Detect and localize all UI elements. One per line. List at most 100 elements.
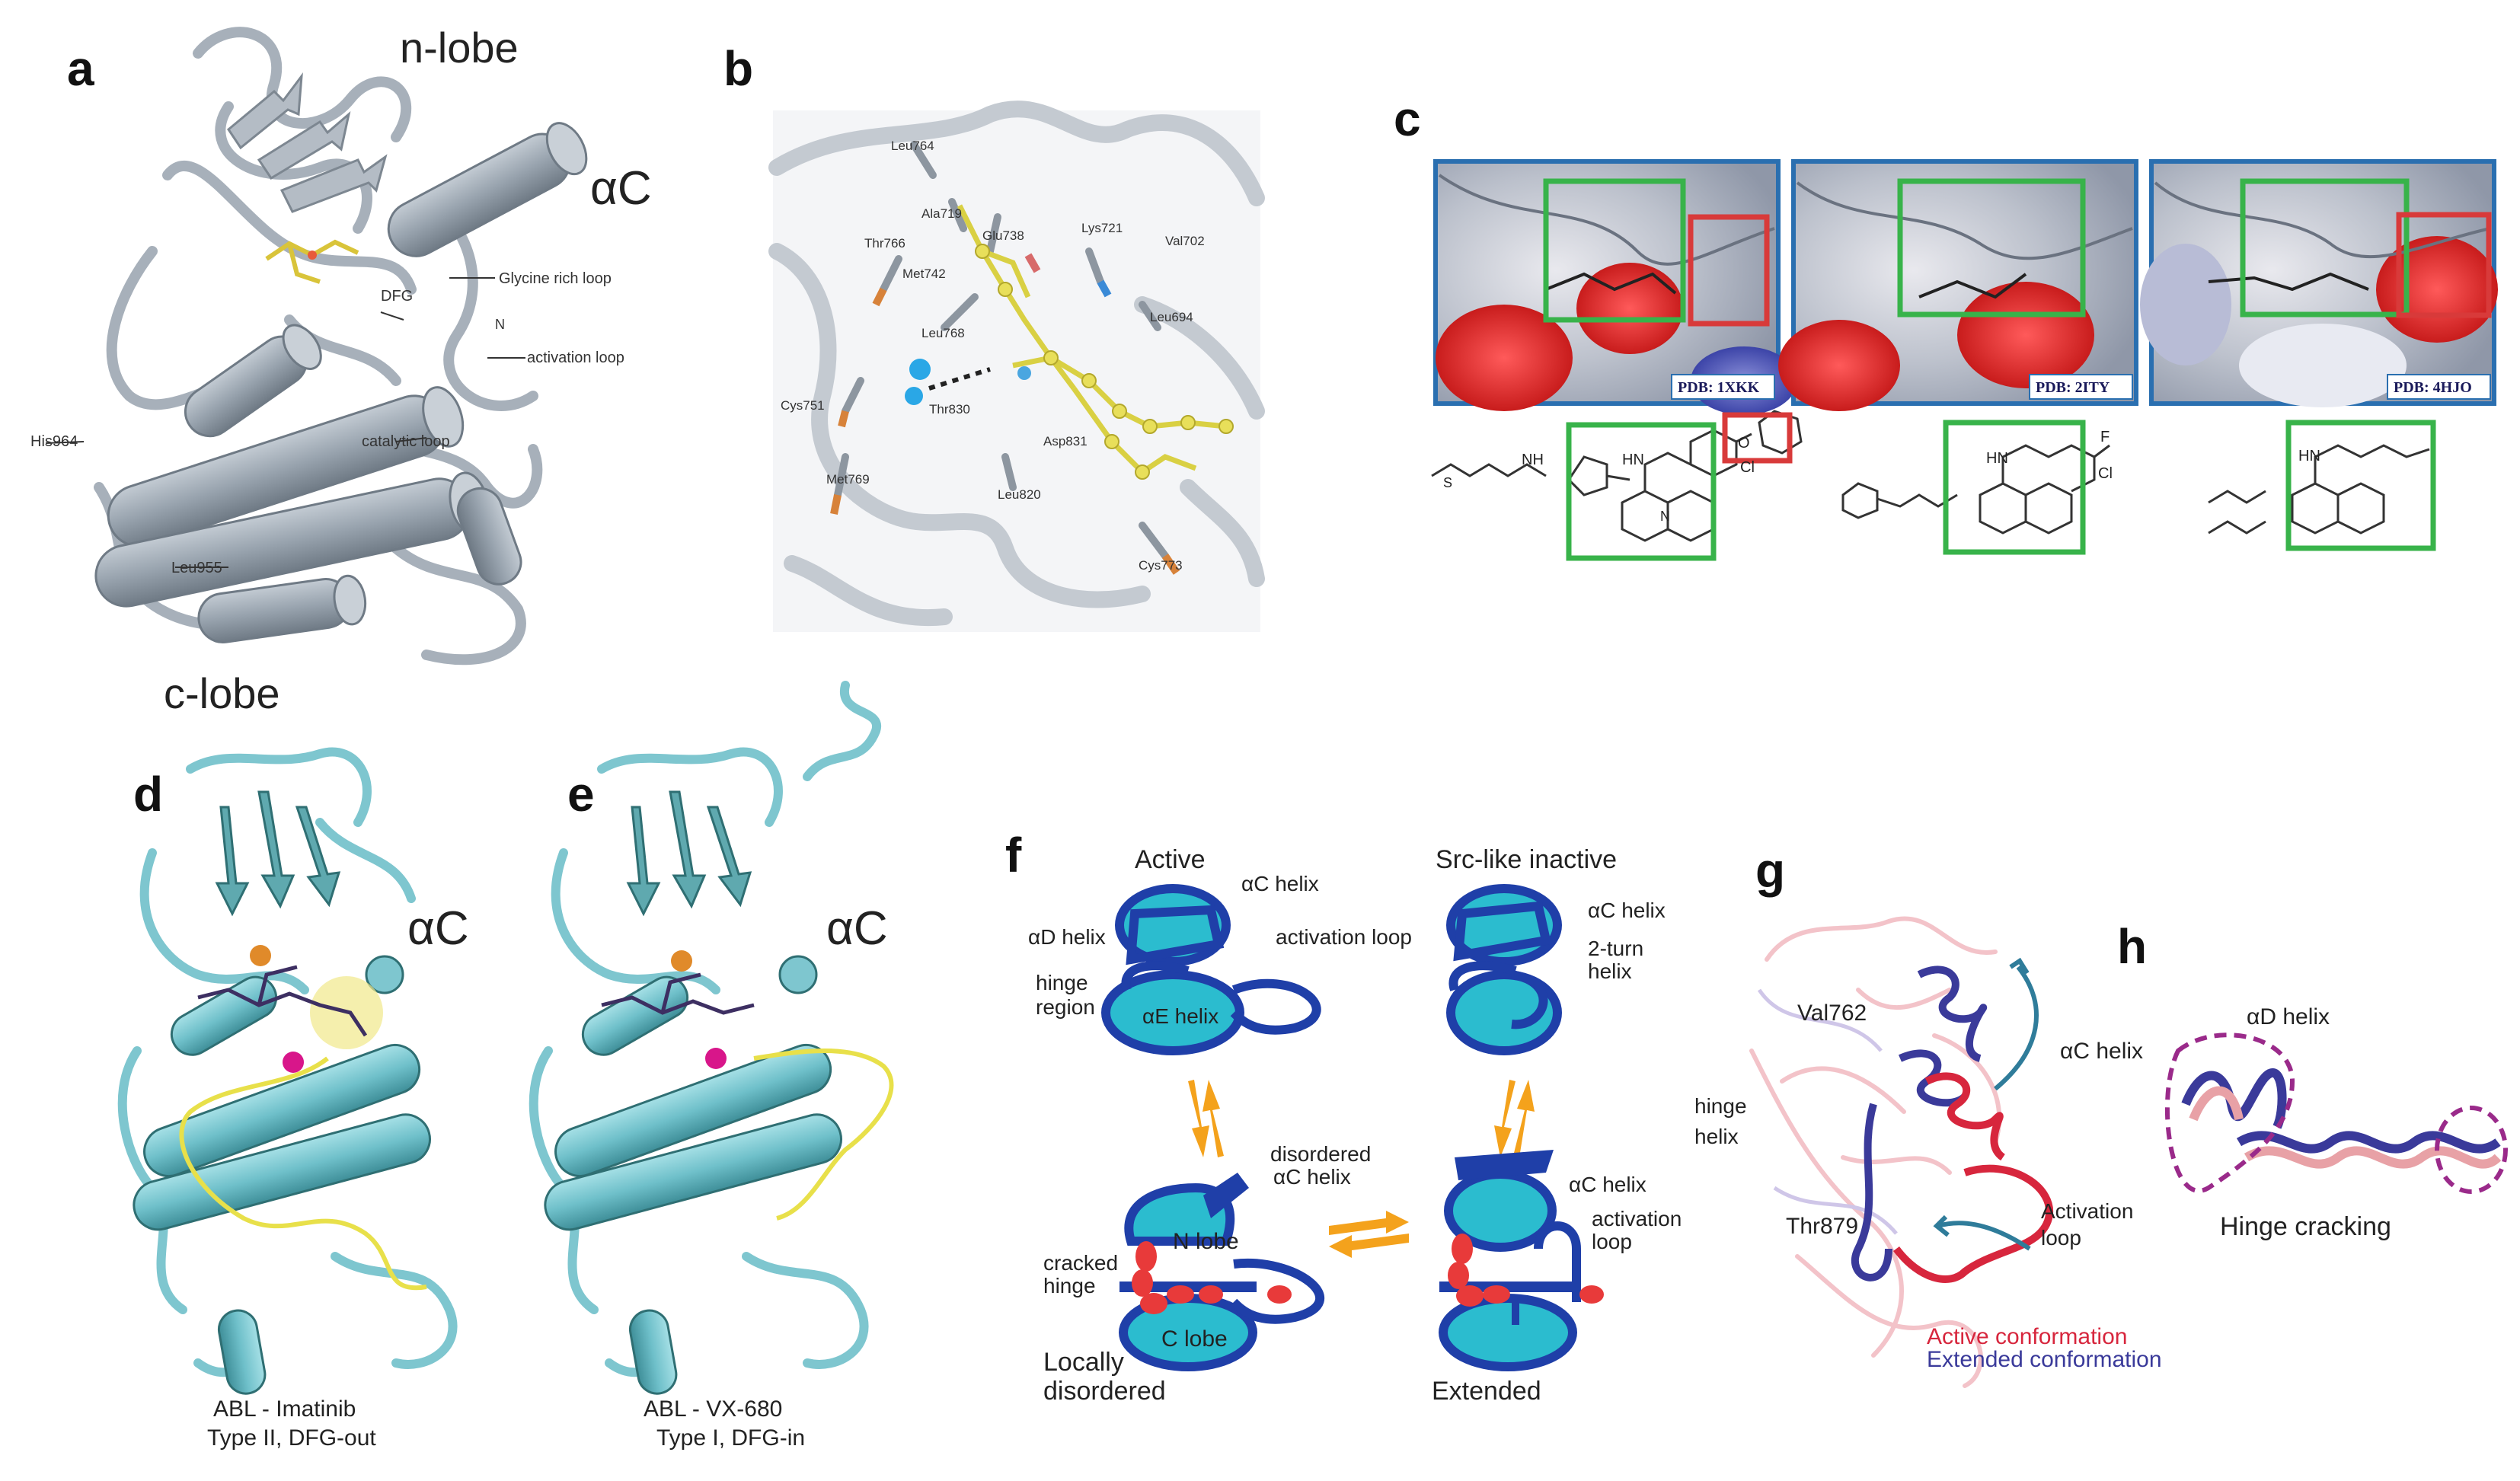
panel-f-hinge-2: region [1036,995,1095,1019]
panel-f-ae-helix: αE helix [1142,1004,1218,1028]
panel-b-residue-ala719: Ala719 [921,206,962,221]
panel-e-letter: e [567,767,595,822]
panel-b: b [723,41,1265,632]
panel-h-ad-helix: αD helix [2247,1004,2330,1029]
panel-h: h αD helix Hinge cracking [2117,919,2508,1241]
panel-b-residue-leu768: Leu768 [921,326,965,340]
panel-b-residue-val702: Val702 [1165,234,1205,248]
panel-a-label-dfg: DFG [381,288,413,305]
panel-b-residue-asp831: Asp831 [1043,434,1088,448]
panel-a-c-lobe-label: c-lobe [164,669,280,717]
panel-c-chem-s: S [1443,475,1452,490]
panel-a-letter: a [67,41,94,96]
panel-d-helices [133,975,431,1395]
panel-f-ext-ac-helix: αC helix [1569,1173,1646,1196]
panel-b-residue-leu694: Leu694 [1150,310,1193,324]
panel-f-n-lobe: N lobe [1173,1229,1239,1254]
panel-f-cracked-2: hinge [1043,1274,1096,1297]
panel-b-residue-leu820: Leu820 [998,487,1041,502]
panel-c-chem-cl-2: Cl [2098,465,2113,482]
panel-c-chem-hn-2: HN [1986,450,2008,467]
panel-g-helices [1851,966,2054,1283]
panel-f-src-title: Src-like inactive [1436,845,1617,874]
panel-g-ac-helix: αC helix [2060,1039,2143,1064]
panel-f-active-activation-loop: activation loop [1276,925,1412,949]
panel-a-label-leu955: Leu955 [171,560,222,576]
panel-b-nitrogen-atom [1017,366,1031,380]
panel-d: d αC ABL - [117,747,469,1451]
panel-f-active-ac-helix: αC helix [1241,872,1319,895]
panel-f-c-lobe: C lobe [1161,1326,1228,1352]
panel-f-two-turn-2: helix [1588,959,1632,983]
panel-b-residue-thr766: Thr766 [864,236,905,251]
panel-e-helices [544,975,842,1395]
panel-c-pdb-1xkk: PDB: 1XKK [1678,379,1760,396]
panel-a-leaders [45,277,525,568]
panel-b-background [773,110,1260,632]
panel-d-beta-sheet [215,790,341,917]
panel-c-chem-hn: HN [1622,452,1644,468]
panel-f-letter: f [1005,828,1022,883]
panel-a-beta-sheet [227,72,388,213]
panel-c-surface-1xkk: PDB: 1XKK [1433,159,1797,415]
panel-c-chem-f: F [2100,429,2110,445]
panel-b-water-2 [905,387,923,405]
panel-a-label-activation-loop: activation loop [527,350,624,366]
panel-e-ribbon [529,681,882,1377]
panel-f-extended: Extended [1432,1377,1541,1406]
panel-b-residue-cys751: Cys751 [781,398,825,413]
panel-a-alpha-c-label: αC [590,162,652,215]
panel-f-locally-1: Locally [1043,1348,1124,1377]
panel-f-active-ad-helix: αD helix [1028,925,1106,949]
panel-h-dashed-regions [2164,1033,2508,1194]
panel-c-structure-1: NH HN Cl O N S [1431,410,1803,561]
panel-c-surface-4hjo: PDB: 4HJO [2140,159,2498,407]
panel-d-magenta-atom [283,1052,304,1073]
panel-e-caption-2: Type I, DFG-in [656,1425,805,1451]
panel-f-disordered-diagram [1119,1173,1325,1371]
panel-e-orange-atom [671,950,692,972]
panel-c-surface-2ity: PDB: 2ITY [1778,159,2138,411]
panel-f-src-diagram [1446,884,1562,1055]
panel-g-faint-ribbon-blue [1757,988,1898,1235]
panel-g-val762: Val762 [1797,1001,1867,1026]
panel-e-caption-1: ABL - VX-680 [644,1396,782,1422]
panel-f-src-ac-helix: αC helix [1588,898,1666,922]
panel-b-residue-met742: Met742 [902,267,946,281]
panel-c-pdb-4hjo: PDB: 4HJO [2394,379,2472,396]
panel-d-caption-2: Type II, DFG-out [207,1425,376,1451]
panel-d-ligand [197,965,368,1037]
panel-f: f Active αC helix αD helix activation lo… [1005,828,1682,1406]
panel-b-hbond [928,367,991,391]
panel-e: e αC ABL - VX-6 [529,681,894,1451]
panel-e-magenta-atom [705,1048,727,1069]
panel-b-water-1 [909,359,931,380]
panel-g-legend-extended: Extended conformation [1927,1347,2162,1372]
panel-a-n-lobe-label: n-lobe [400,24,519,72]
panel-c-structure-3: HN [2208,420,2436,551]
panel-a-label-catalytic-loop: catalytic loop [362,433,450,450]
panel-e-ligand [601,972,755,1015]
panel-b-residue-met769: Met769 [826,472,870,487]
panel-g-activation-2: loop [2041,1226,2081,1250]
panel-d-alpha-c-end [365,955,404,994]
panel-c-structure-2: HN F Cl [1841,420,2113,555]
panel-g-letter: g [1755,843,1785,898]
panel-f-locally-2: disordered [1043,1377,1166,1406]
panel-a-label-glycine: Glycine rich loop [499,270,612,287]
panel-b-letter: b [723,41,753,96]
panel-b-residue-glu738: Glu738 [982,228,1024,243]
panel-b-heteroatoms [830,253,1180,575]
panel-b-residue-thr830: Thr830 [929,402,970,417]
panel-a-helices [94,122,588,643]
panel-b-residue-cys773: Cys773 [1139,558,1183,573]
panel-g-legend-active: Active conformation [1927,1324,2127,1349]
panel-a-label-his964: His964 [30,433,78,450]
panel-g-faint-ribbon [1749,916,2002,1388]
panel-f-cracked-1: cracked [1043,1251,1118,1275]
panel-c-chem-nh: NH [1522,452,1544,468]
panel-c-chem-hn-3: HN [2298,448,2320,464]
panel-g-hinge-1: hinge [1694,1094,1747,1118]
panel-f-disordered-2: αC helix [1273,1165,1351,1189]
panel-c-pdb-2ity: PDB: 2ITY [2036,379,2110,396]
